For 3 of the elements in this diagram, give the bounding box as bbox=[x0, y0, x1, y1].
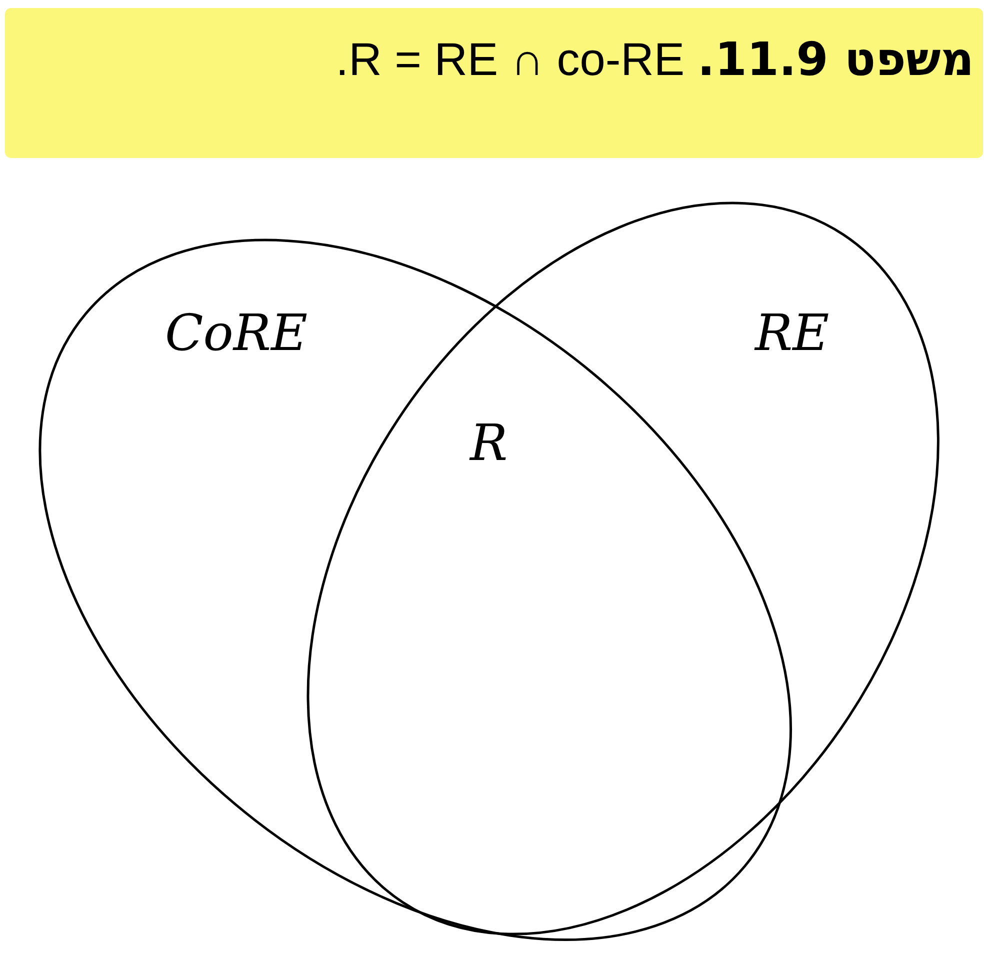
region-label: R bbox=[470, 418, 508, 468]
set-label: RE bbox=[754, 308, 830, 358]
set-label: CoRE bbox=[164, 308, 308, 358]
